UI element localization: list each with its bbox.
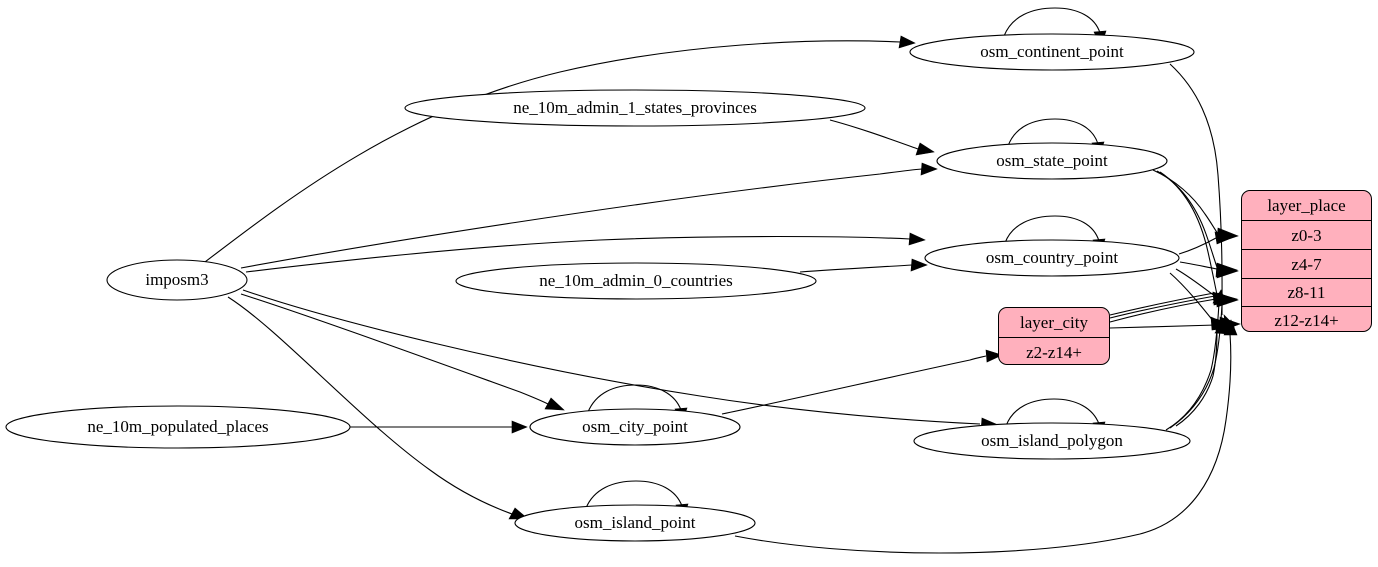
arrowhead-icon bbox=[908, 232, 926, 246]
node-ne_10m_admin_1_states_provinces[interactable]: ne_10m_admin_1_states_provinces bbox=[404, 89, 866, 127]
arrowhead-icon bbox=[544, 397, 565, 411]
edge-osm_continent_point-self-loop bbox=[1003, 7, 1101, 37]
node-imposm3[interactable]: imposm3 bbox=[106, 259, 248, 301]
edge-osm_island_point-to-layer_place-z12 bbox=[734, 333, 1232, 554]
node-osm_island_point[interactable]: osm_island_point bbox=[514, 504, 756, 542]
node-shape-ellipse[interactable] bbox=[924, 239, 1180, 277]
edge-osm_island_point-self-loop bbox=[585, 480, 683, 509]
edge-osm_continent_point-to-layer_place-z12 bbox=[1169, 63, 1223, 316]
edge-layer_city-to-layer_place-z8_11-c bbox=[1109, 292, 1215, 316]
node-label: osm_island_polygon bbox=[981, 431, 1123, 450]
node-shape-ellipse[interactable] bbox=[913, 422, 1191, 460]
edge-layer_city-to-layer_place-z8_11 bbox=[1109, 298, 1217, 323]
edge-osm_country_point-to-layer_place-z4_7 bbox=[1179, 261, 1218, 270]
node-label: ne_10m_admin_0_countries bbox=[539, 271, 733, 290]
node-osm_state_point[interactable]: osm_state_point bbox=[936, 142, 1168, 180]
node-shape-ellipse[interactable] bbox=[514, 504, 756, 542]
arrowhead-icon bbox=[920, 162, 938, 176]
node-label: ne_10m_populated_places bbox=[87, 417, 268, 436]
arrowhead-icon bbox=[985, 349, 1003, 363]
edge-osm_country_point-to-layer_place-z8_11 bbox=[1175, 268, 1217, 298]
edge-osm_island_polygon-self-loop bbox=[1005, 398, 1100, 427]
edge-osm_country_point-to-layer_place-z0_3 bbox=[1178, 237, 1217, 255]
node-shape-ellipse[interactable] bbox=[909, 33, 1195, 71]
node-shape-ellipse[interactable] bbox=[936, 142, 1168, 180]
node-shape-ellipse[interactable] bbox=[404, 89, 866, 127]
edge-osm_city_point-self-loop bbox=[587, 384, 682, 413]
node-label: osm_city_point bbox=[582, 417, 688, 436]
node-label: osm_country_point bbox=[986, 248, 1118, 267]
edge-imposm3-to-osm_state_point bbox=[240, 168, 923, 269]
arrowhead-icon bbox=[1215, 262, 1238, 278]
edge-osm_state_point-self-loop bbox=[1007, 118, 1099, 147]
node-label: ne_10m_admin_1_states_provinces bbox=[513, 98, 757, 117]
node-shape-ellipse[interactable] bbox=[529, 408, 741, 446]
node-label: osm_state_point bbox=[996, 151, 1108, 170]
edge-imposm3-to-osm_country_point bbox=[245, 235, 911, 273]
layer_city-port-z2-z14[interactable]: z2-z14+ bbox=[999, 337, 1109, 364]
node-layer_city[interactable]: layer_city z2-z14+ bbox=[998, 307, 1110, 365]
edge-imposm3-to-osm_island_polygon bbox=[242, 289, 981, 425]
edge-osm_state_point-to-layer_place-z0_3 bbox=[1152, 169, 1219, 235]
node-osm_island_polygon[interactable]: osm_island_polygon bbox=[913, 422, 1191, 460]
node-shape-ellipse[interactable] bbox=[5, 405, 351, 449]
edge-osm_state_point-to-layer_place-z8_11 bbox=[1159, 171, 1219, 300]
node-osm_city_point[interactable]: osm_city_point bbox=[529, 408, 741, 446]
edge-imposm3-to-osm_continent_point bbox=[204, 40, 902, 263]
node-shape-ellipse[interactable] bbox=[455, 262, 817, 300]
arrowhead-icon bbox=[1223, 319, 1238, 336]
edge-layer_city-to-layer_place-z8_11-b bbox=[1109, 295, 1216, 319]
layer_place-port-z12-z14[interactable]: z12-z14+ bbox=[1242, 306, 1371, 331]
edge-osm_island_polygon-to-layer_place-z12 bbox=[1175, 329, 1218, 427]
node-shape-ellipse[interactable] bbox=[106, 259, 248, 301]
node-ne_10m_populated_places[interactable]: ne_10m_populated_places bbox=[5, 405, 351, 449]
arrowhead-icon bbox=[910, 258, 928, 272]
node-layer_place[interactable]: layer_place z0-3 z4-7 z8-11 z12-z14+ bbox=[1241, 190, 1372, 332]
edge-imposm3-to-osm_city_point bbox=[240, 293, 549, 405]
arrowhead-icon bbox=[915, 142, 935, 156]
edge-ne_10m_admin_0_countries-to-osm_country_point bbox=[799, 264, 913, 273]
layer_city-header: layer_city bbox=[1020, 313, 1088, 332]
layer_place-header: layer_place bbox=[1267, 196, 1346, 215]
edge-layer_city-to-layer_place-z12 bbox=[1109, 324, 1217, 329]
node-layer: osm_continent_point ne_10m_admin_1_state… bbox=[5, 33, 1195, 542]
layer_place-port-z0-3[interactable]: z0-3 bbox=[1242, 220, 1371, 249]
node-osm_continent_point[interactable]: osm_continent_point bbox=[909, 33, 1195, 71]
edge-osm_island_polygon-to-layer_place-z8_11 bbox=[1165, 302, 1220, 431]
edge-ne_10m_admin_1_states_provinces-to-osm_state_point bbox=[829, 119, 919, 150]
arrowhead-icon bbox=[1212, 289, 1227, 305]
layer_place-port-z8-11[interactable]: z8-11 bbox=[1242, 278, 1371, 306]
edge-osm_city_point-to-layer_city bbox=[721, 355, 987, 415]
arrowhead-icon bbox=[1214, 231, 1238, 245]
node-label: osm_continent_point bbox=[980, 42, 1124, 61]
node-label: imposm3 bbox=[145, 270, 208, 289]
arrowhead-icon bbox=[511, 420, 528, 434]
node-ne_10m_admin_0_countries[interactable]: ne_10m_admin_0_countries bbox=[455, 262, 817, 300]
edge-imposm3-to-osm_island_point bbox=[227, 296, 513, 515]
layer_place-port-z4-7[interactable]: z4-7 bbox=[1242, 249, 1371, 278]
node-osm_country_point[interactable]: osm_country_point bbox=[924, 239, 1180, 277]
node-label: osm_island_point bbox=[575, 513, 696, 532]
edge-osm_country_point-self-loop bbox=[1004, 215, 1100, 244]
arrowhead-icon bbox=[898, 35, 916, 49]
